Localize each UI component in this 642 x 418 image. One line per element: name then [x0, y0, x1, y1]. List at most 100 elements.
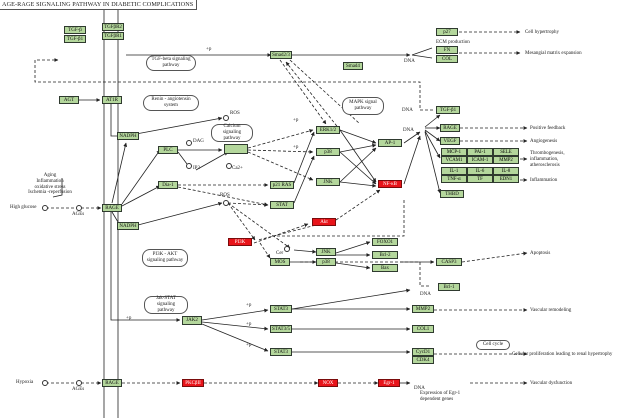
pkc-to-erk	[247, 129, 314, 149]
high-glucose-label: High glucose	[10, 205, 37, 210]
gene-plc[interactable]: PLC	[158, 146, 178, 154]
egr-expression-label: Expression of Egr-1 dependent genes	[420, 391, 461, 402]
gene-jak2[interactable]: JAK2	[182, 316, 202, 325]
p21ras-to-erk	[293, 131, 315, 184]
gene-nox[interactable]: NOX	[318, 379, 338, 387]
gene-pkcb[interactable]: PKCβII	[182, 379, 204, 387]
ages-label-2: AGEs	[72, 387, 85, 392]
vascular-dys-label: Vascular dysfunction	[530, 381, 573, 386]
gene-tgfb[interactable]: TGF-β	[64, 26, 86, 34]
gene-thbd[interactable]: THBD	[440, 190, 464, 198]
diagram-title: AGE-RAGE SIGNALING PATHWAY IN DIABETIC C…	[0, 0, 198, 10]
pathway-pi3k-akt[interactable]: PI3K - AKT signaling pathway	[142, 249, 188, 267]
grid-gene-cell[interactable]: MCP-1	[441, 148, 467, 156]
gene-stat3-bottom[interactable]: STAT3	[270, 348, 292, 356]
at1r-to-nadph	[110, 104, 117, 137]
gene-col[interactable]: COL	[436, 55, 458, 63]
gene-smad4[interactable]: Smad4	[343, 62, 363, 70]
gene-tgfb1[interactable]: TGF-β1	[64, 35, 86, 43]
pathway-mapk[interactable]: MAPK signal pathway	[342, 97, 384, 115]
ros-label-1: ROS	[230, 111, 240, 116]
rage-to-dia1	[121, 185, 161, 207]
grid-gene-cell[interactable]: PAI-1	[467, 148, 493, 156]
grid-gene-cell[interactable]: IL-1	[441, 167, 467, 175]
grid-gene-cell[interactable]: TF	[467, 175, 493, 183]
gene-pi3k[interactable]: PI3K	[228, 238, 252, 246]
gene-nadph-upper[interactable]: NADPH	[117, 132, 139, 140]
grid-gene-cell[interactable]: TNF-α	[441, 175, 467, 183]
gene-ap1[interactable]: AP-1	[378, 139, 402, 147]
grid-gene-cell[interactable]: IL-6	[467, 167, 493, 175]
gene-stat-mid[interactable]: STAT	[270, 201, 294, 209]
grid-gene-cell[interactable]: SELE	[493, 148, 519, 156]
gene-bcl2[interactable]: Bcl-2	[372, 251, 398, 259]
gene-smad23[interactable]: Smad2/3	[270, 51, 292, 59]
grid-gene-cell[interactable]: VCAM1	[441, 156, 467, 164]
pathway-calcium[interactable]: Calcium signaling pathway	[211, 124, 253, 142]
hypoxia-label: Hypoxia	[16, 380, 34, 385]
gene-casp3[interactable]: CASP3	[436, 258, 462, 266]
gene-egr1[interactable]: Egr-1	[378, 379, 400, 387]
grid-gene-cell[interactable]: EDN1	[493, 175, 519, 183]
gene-at1r[interactable]: AT1R	[102, 96, 122, 104]
gene-rage-lower[interactable]: RAGE	[102, 379, 122, 387]
pi3k-to-nfkb	[272, 200, 405, 237]
gene-stat35[interactable]: STAT3/5	[270, 325, 292, 333]
ap1-to-dna	[403, 131, 421, 144]
gene-p27[interactable]: p27	[436, 28, 458, 36]
gene-cycd1[interactable]: CycD1	[412, 348, 434, 356]
pathway-renin[interactable]: Renin - angiotensin system	[143, 95, 199, 111]
gene-bcl1[interactable]: Bcl-1	[438, 283, 460, 291]
tgf-feedback-loop	[34, 58, 433, 111]
gene-pkc-center[interactable]	[224, 144, 248, 154]
gene-rage-right[interactable]: RAGE	[440, 124, 460, 132]
gene-mos[interactable]: MOS	[270, 258, 290, 266]
akt-pi3k-link	[257, 223, 321, 241]
ca-label: Ca2+	[232, 166, 243, 171]
pathway-tgf-beta[interactable]: TGF-beta signaling pathway	[146, 55, 196, 71]
grid-gene-cell[interactable]: MMP2	[493, 156, 519, 164]
dag-label: DAG	[193, 139, 204, 144]
gene-bax[interactable]: Bax	[372, 264, 398, 272]
gene-jnk[interactable]: JNK	[316, 178, 340, 186]
gene-tgfbr2[interactable]: TGFβR2	[102, 23, 124, 31]
p38-to-nfkb	[339, 151, 377, 185]
cell-prolif-label: Cellular proliferation leading to renal …	[512, 352, 613, 357]
gene-erk12[interactable]: ERK1/2	[316, 126, 340, 134]
gene-akt[interactable]: Akt	[312, 218, 336, 226]
gene-foxo1[interactable]: FOXO1	[372, 238, 398, 246]
gene-vegf[interactable]: VEGF	[440, 137, 460, 145]
jnk-to-foxo1	[335, 241, 371, 254]
gene-jnk-lower[interactable]: JNK	[316, 248, 336, 256]
gene-nadph-lower[interactable]: NADPH	[117, 222, 139, 230]
dna-to-thbd	[424, 131, 442, 194]
gene-p38-lower[interactable]: p38	[316, 258, 336, 266]
gene-col1[interactable]: COL1	[412, 325, 434, 333]
thrombo-label: Thrombogenesis, inflammation, atheroscle…	[530, 151, 565, 168]
grid-gene-cell[interactable]: IL-8	[493, 167, 519, 175]
gene-agt[interactable]: AGT	[59, 96, 79, 104]
gene-rage[interactable]: RAGE	[102, 204, 122, 212]
node-ros-1	[223, 115, 229, 121]
gene-stat3-top[interactable]: STAT3	[270, 305, 292, 313]
dna-to-tgfb1	[424, 114, 441, 128]
gene-dia1[interactable]: Dia-1	[158, 181, 178, 189]
gene-mmp2[interactable]: MMP2	[412, 305, 434, 313]
gene-nfkb[interactable]: NF-κB	[378, 180, 402, 188]
pathway-jak-stat[interactable]: Jak-STAT signaling pathway	[144, 296, 188, 314]
gene-fn[interactable]: FN	[436, 46, 458, 54]
dna-to-vegf	[424, 129, 441, 142]
node-ages-2	[76, 380, 82, 386]
gene-tgfbr1[interactable]: TGFβR1	[102, 32, 124, 40]
pathway-cell-cycle[interactable]: Cell cycle	[476, 340, 510, 350]
pi3k-to-akt	[253, 223, 309, 244]
gene-tgfb1-right[interactable]: TGF-β1	[436, 106, 460, 114]
gene-cdk4[interactable]: CDK4	[412, 356, 434, 364]
gene-p21ras[interactable]: p21 RAS	[270, 181, 294, 189]
grid-gene-cell[interactable]: ICAM-1	[467, 156, 493, 164]
aging-bracket	[52, 178, 63, 198]
ip3-to-ca	[195, 151, 229, 171]
gene-p38[interactable]: p38	[316, 148, 340, 156]
rage-to-jak2	[110, 212, 181, 322]
cer-to-jnk	[293, 249, 317, 254]
